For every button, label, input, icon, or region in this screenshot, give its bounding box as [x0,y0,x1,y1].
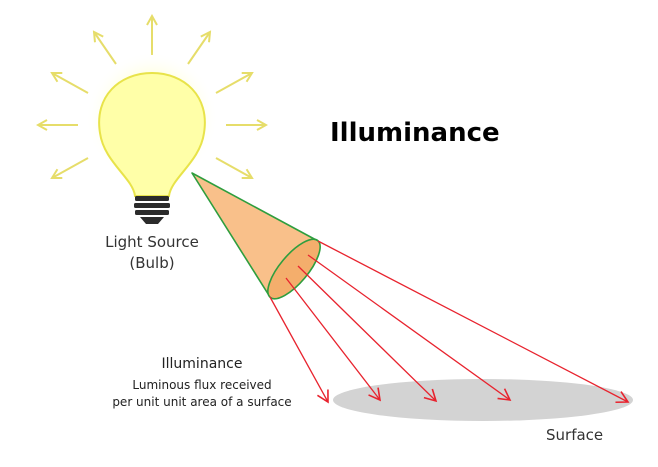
bulb-glass [98,71,206,197]
illuminance-note-heading: Illuminance [162,356,243,372]
light-bulb-icon [86,52,218,224]
light-source-label: Light Source [105,233,199,251]
light-cone [191,172,321,300]
light-ray-arrow-icon [187,32,210,65]
light-ray-arrow-icon [52,73,89,94]
illuminance-note-line2: per unit unit area of a surface [112,395,291,409]
bulb-rays [38,16,266,178]
light-source-sublabel: (Bulb) [129,254,174,272]
surface-ellipse [333,379,633,421]
bulb-base-ring [135,196,169,201]
light-ray-arrow-icon [52,157,89,178]
page-title: Illuminance [330,118,500,148]
bulb-base-ring [135,210,169,215]
flux-ray-arrow-icon [297,265,438,403]
light-ray-arrow-icon [215,73,252,94]
light-ray-arrow-icon [215,157,252,178]
surface-label: Surface [546,426,603,444]
flux-ray-arrow-icon [307,254,512,401]
flux-ray-arrow-icon [317,240,630,404]
light-ray-arrow-icon [94,32,117,65]
bulb-base-ring [134,203,170,208]
bulb-base-tip [140,217,164,224]
flux-ray-arrow-icon [269,296,329,404]
flux-rays [269,240,630,404]
illuminance-note-line1: Luminous flux received [132,378,271,392]
flux-ray-arrow-icon [285,277,382,402]
